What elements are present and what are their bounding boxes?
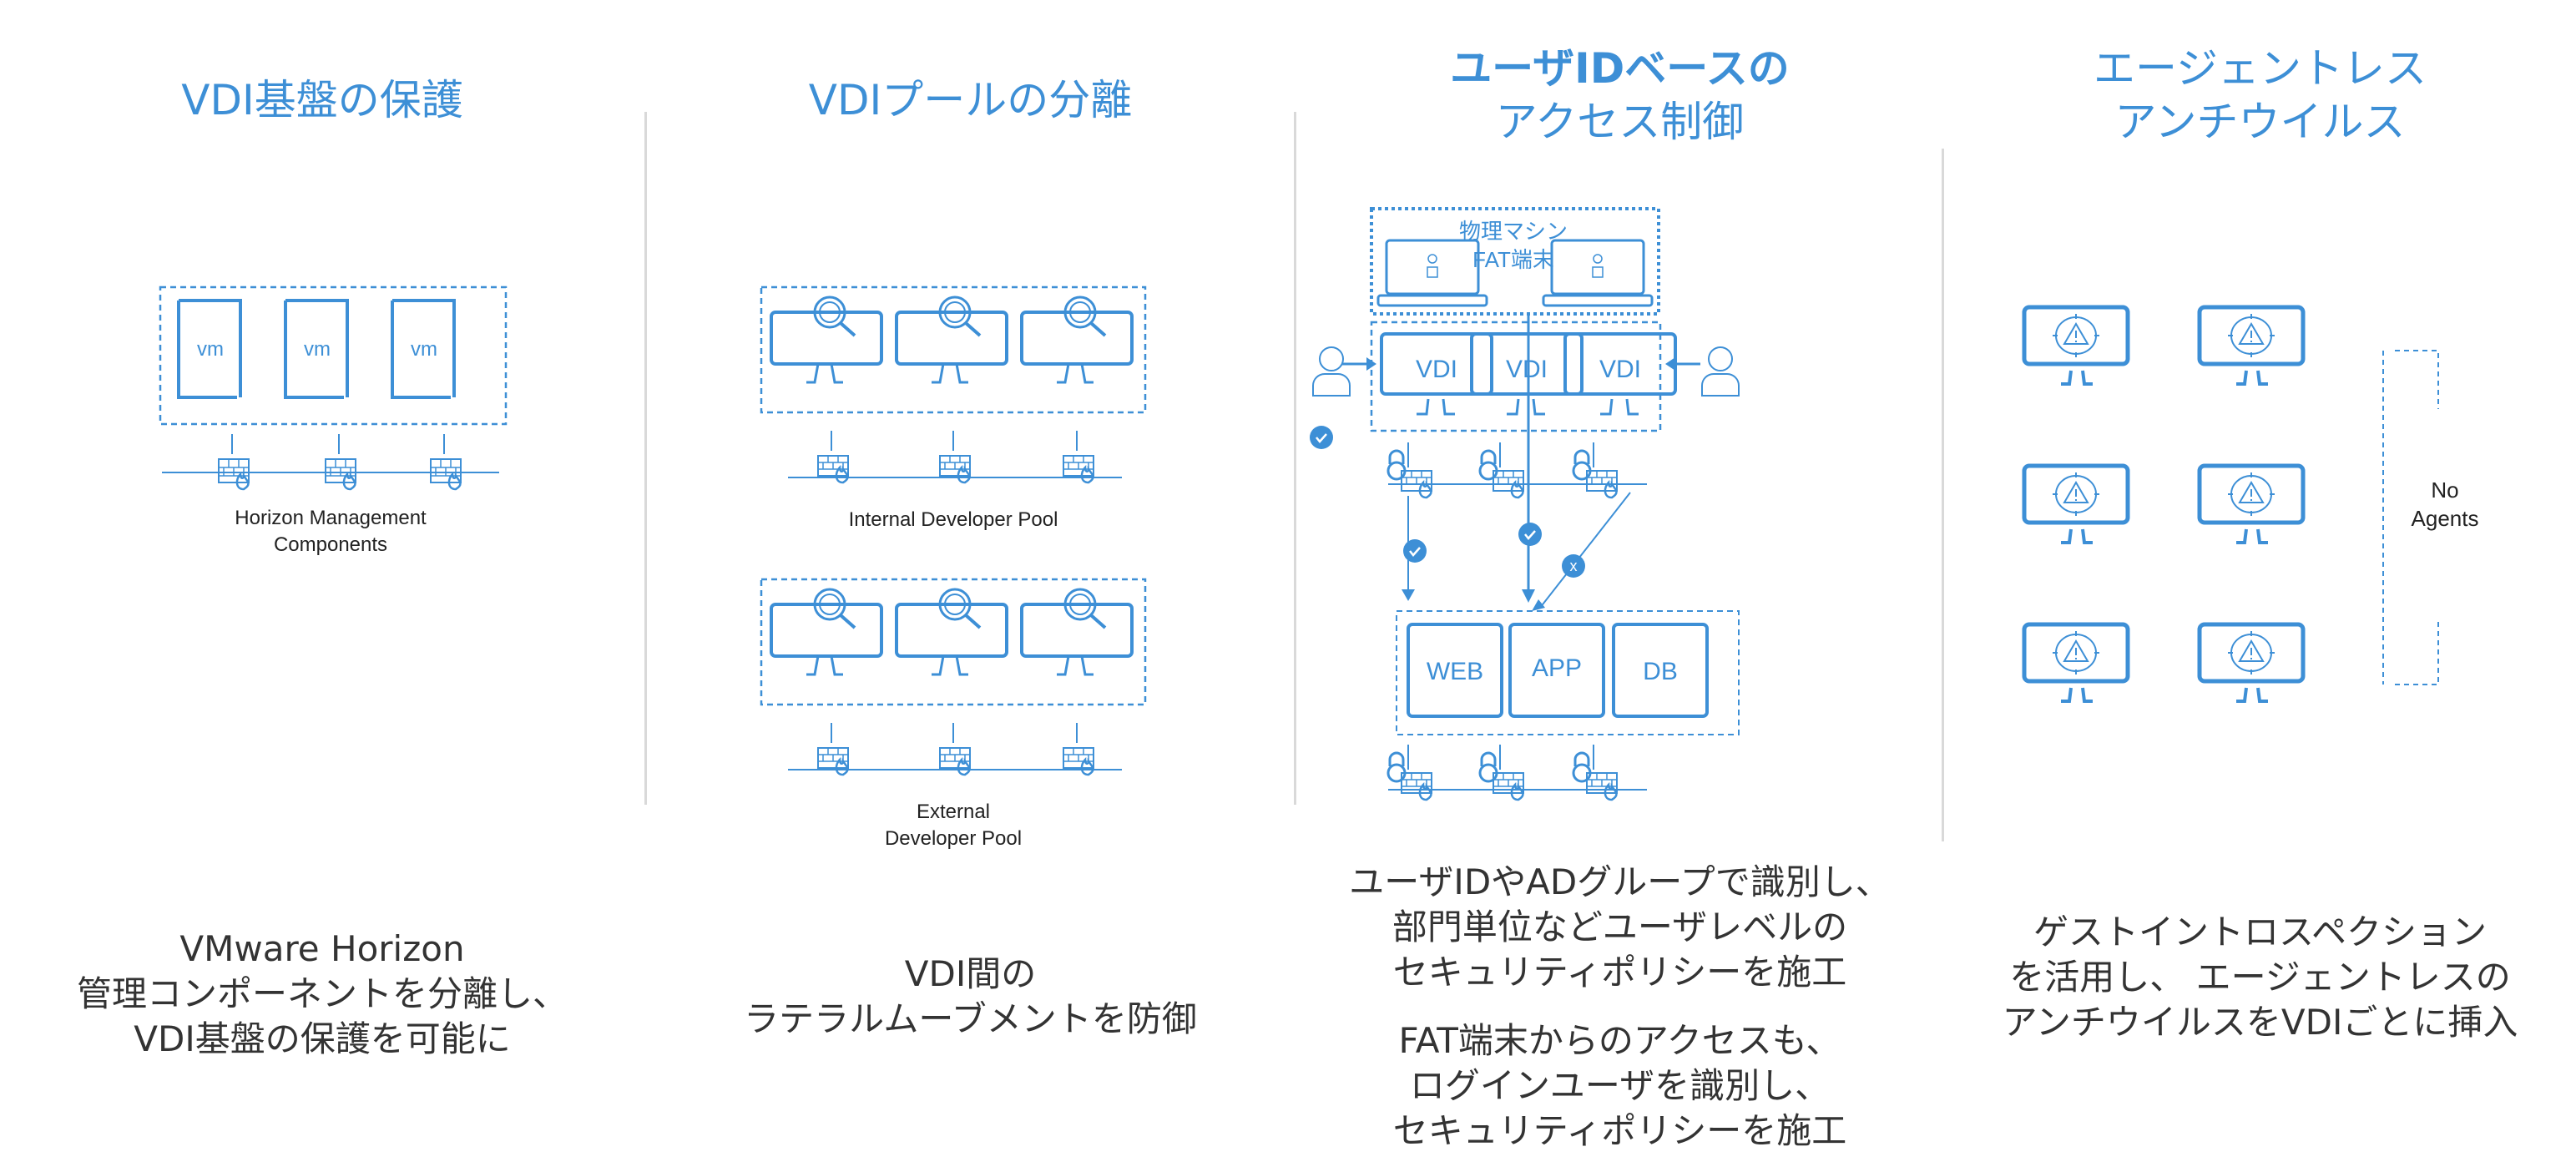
firewall-icon — [816, 721, 850, 776]
tier-label: APP — [1532, 654, 1582, 682]
vdi-label: VDI — [1506, 356, 1548, 383]
agents-bracket — [2382, 350, 2439, 685]
diagram-caption: Components — [274, 533, 387, 556]
firewall-lock-icon — [1572, 441, 1619, 499]
tier-label: DB — [1643, 658, 1678, 685]
no-agents-label: Agents — [2412, 506, 2479, 531]
monitor-warning-icon — [2200, 466, 2303, 543]
column-description: VMware Horizon 管理コンポーネントを分離し、 VDI基盤の保護を可… — [76, 928, 568, 1059]
column-description: ゲストイントロスペクション を活用し、 エージェントレスの アンチウイルスをVD… — [2002, 912, 2518, 1043]
svg-text:x: x — [1570, 558, 1578, 574]
title-line: ユーザIDベースの — [1450, 44, 1790, 93]
pool-separation-diagram: Internal Developer Pool External Develop… — [760, 285, 1147, 850]
monitor-warning-icon — [2024, 466, 2128, 543]
tier-app — [1508, 623, 1605, 718]
no-agents-label: No — [2431, 477, 2458, 503]
monitor-search-icon — [895, 588, 1008, 676]
vdi-label: VDI — [1416, 356, 1457, 383]
monitor-warning-icon — [2024, 624, 2128, 701]
monitor-search-icon — [770, 296, 883, 384]
check-icon — [1402, 538, 1428, 564]
vdi-group: VDI VDI VDI — [1370, 321, 1677, 432]
vm-box: vm — [177, 299, 242, 399]
column-vdi-infrastructure: VDI基盤の保護 vm vm vm — [0, 0, 644, 1167]
firewall-icon — [325, 434, 356, 491]
column-divider — [1942, 149, 1944, 841]
firewall-icon — [938, 721, 972, 776]
vm-label: vm — [197, 338, 224, 361]
vdi-label: VDI — [1599, 356, 1641, 383]
horizon-management-diagram: vm vm vm Horizon Managemen — [159, 285, 508, 556]
firewall-icon — [816, 429, 850, 484]
fat-label: 物理マシン — [1459, 219, 1568, 244]
app-tier-group: WEB APP DB — [1396, 610, 1740, 735]
firewall-icon — [218, 434, 250, 491]
allow-arrow — [1402, 589, 1415, 601]
column-agentless-antivirus: エージェントレス アンチウイルス No Agents ゲストイントロスペクション… — [1944, 0, 2576, 1167]
title-line: アクセス制御 — [1495, 98, 1745, 146]
firewall-lock-icon — [1478, 743, 1525, 801]
vm-group-boundary — [159, 285, 508, 426]
monitor-search-icon — [1020, 588, 1134, 676]
firewall-lock-icon — [1386, 743, 1433, 801]
firewall-lock-icon — [1572, 743, 1619, 801]
allow-arrow — [1522, 589, 1535, 603]
deny-icon: x — [1562, 554, 1585, 578]
firewall-icon — [430, 434, 462, 491]
fat-label: FAT端末 — [1472, 247, 1554, 272]
monitor-search-icon — [1020, 296, 1134, 384]
pool-caption: Internal Developer Pool — [849, 508, 1058, 531]
column-user-id-access-control: ユーザIDベースの アクセス制御 — [1296, 0, 1943, 1167]
column-description: VDI間の ラテラルムーブメントを防御 — [744, 953, 1197, 1039]
monitor-search-icon — [770, 588, 883, 676]
monitor-warning-icon — [2200, 307, 2303, 384]
vm-label: vm — [411, 338, 437, 361]
agentless-diagram: No Agents — [2024, 301, 2479, 776]
tier-label: WEB — [1427, 658, 1483, 685]
check-icon — [1517, 521, 1543, 548]
pool-caption: External — [917, 801, 990, 823]
pool-caption: Developer Pool — [885, 827, 1022, 850]
deny-arrow — [1532, 599, 1545, 611]
tier-web — [1407, 623, 1503, 718]
laptop-user-icon — [1376, 239, 1488, 307]
vm-label: vm — [304, 338, 331, 361]
column-divider — [1294, 112, 1296, 805]
column-title: VDI基盤の保護 — [181, 76, 463, 124]
user-icon — [1312, 346, 1351, 397]
column-title: VDIプールの分離 — [808, 76, 1133, 124]
firewall-lock-icon — [1386, 441, 1433, 499]
firewall-icon — [938, 429, 972, 484]
column-title: ユーザIDベースの アクセス制御 — [1296, 42, 1943, 149]
check-icon — [1308, 424, 1335, 451]
fat-terminal-group: 物理マシン FAT端末 — [1370, 207, 1660, 316]
internal-pool: Internal Developer Pool — [760, 285, 1147, 531]
column-description-secondary: FAT端末からのアクセスも、 ログインユーザを識別し、 セキュリティポリシーを施… — [1392, 1020, 1847, 1151]
tier-db — [1612, 623, 1709, 718]
column-vdi-pool-separation: VDIプールの分離 — [647, 0, 1294, 1167]
column-divider — [644, 112, 647, 805]
vm-box: vm — [284, 299, 349, 399]
firewall-icon — [1062, 429, 1095, 484]
user-icon — [1701, 346, 1740, 397]
monitor-warning-icon — [2024, 307, 2128, 384]
laptop-user-icon — [1542, 239, 1654, 307]
access-control-diagram: 物理マシン FAT端末 VDI VDI VDI — [1308, 207, 1740, 801]
vm-box: vm — [391, 299, 456, 399]
external-pool: External Developer Pool — [760, 578, 1147, 850]
diagram-caption: Horizon Management — [235, 507, 427, 529]
monitor-warning-icon — [2200, 624, 2303, 701]
firewall-lock-icon — [1478, 441, 1525, 499]
column-description: ユーザIDやADグループで識別し、 部門単位などユーザレベルの セキュリティポリ… — [1349, 861, 1891, 993]
firewall-icon — [1062, 721, 1095, 776]
column-title: エージェントレス アンチウイルス — [2094, 44, 2427, 146]
monitor-search-icon — [895, 296, 1008, 384]
